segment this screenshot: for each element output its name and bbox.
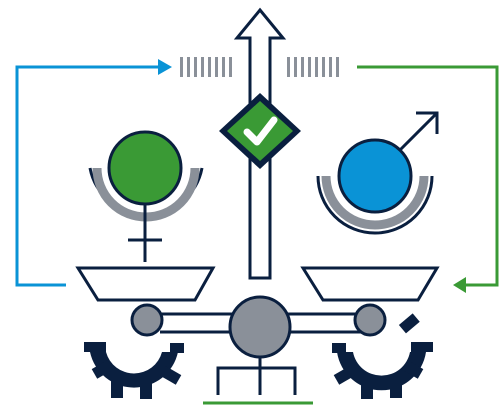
right-dash-bars	[287, 57, 339, 77]
check-diamond	[219, 93, 301, 169]
left-scale-pan	[75, 266, 216, 302]
balance-scale-icon	[75, 266, 440, 405]
left-pivot	[130, 303, 164, 337]
male-arrow-head	[416, 111, 439, 134]
male-symbol-icon	[316, 111, 439, 235]
left-feedback-arrow	[15, 59, 172, 287]
left-gear-arc	[90, 352, 178, 388]
left-dash-bars	[180, 57, 232, 77]
scale-base-left	[216, 366, 260, 395]
right-gear-arc	[337, 352, 426, 391]
female-symbol-icon	[88, 130, 204, 262]
right-pivot	[353, 303, 387, 337]
male-cradle-outer	[316, 175, 434, 235]
scale-base-right	[260, 366, 297, 395]
center-pivot	[228, 295, 292, 359]
check-icon	[243, 116, 278, 146]
left-arrow-line	[15, 65, 160, 287]
gear-icon	[332, 313, 433, 399]
female-circle	[107, 130, 183, 206]
gear-icon	[84, 342, 184, 399]
male-circle	[337, 138, 413, 214]
right-arrow-line	[357, 65, 499, 287]
male-arrow-shaft	[398, 111, 439, 152]
left-arrow-head	[158, 59, 172, 75]
male-cradle-gray	[321, 175, 429, 230]
right-arrow-head	[453, 277, 466, 293]
right-feedback-arrow	[357, 65, 499, 293]
right-scale-pan	[300, 266, 440, 302]
diamond-fill	[227, 101, 293, 161]
